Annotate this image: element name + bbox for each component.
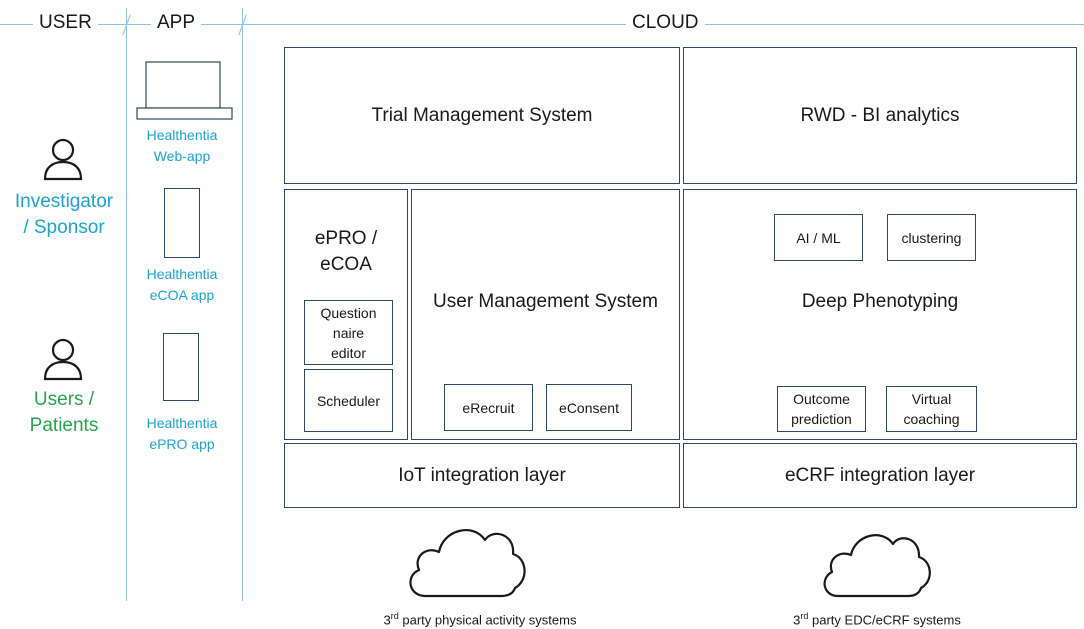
app-epro-line1: Healthentia bbox=[146, 415, 218, 431]
deep-phenotyping-title: Deep Phenotyping bbox=[801, 291, 959, 312]
external-physical-activity-prefix: 3 bbox=[383, 612, 391, 628]
header-line bbox=[0, 24, 1084, 25]
econsent: eConsent bbox=[546, 384, 632, 431]
app-epro: Healthentia ePRO app bbox=[122, 413, 242, 455]
app-ecoa-line1: Healthentia bbox=[146, 266, 218, 282]
external-physical-activity-suffix: party physical activity systems bbox=[398, 612, 577, 628]
questionnaire-editor-line3: editor bbox=[330, 344, 367, 361]
user-management-title: User Management System bbox=[433, 291, 658, 312]
app-ecoa-line2: eCOA app bbox=[149, 287, 215, 303]
phone-icon bbox=[163, 333, 199, 401]
questionnaire-editor-line1: Question bbox=[320, 304, 377, 321]
external-edc-ecrf-prefix: 3 bbox=[793, 612, 801, 628]
person-icon bbox=[43, 338, 83, 381]
ai-ml: AI / ML bbox=[774, 214, 863, 261]
outcome-prediction-line1: Outcome bbox=[793, 391, 850, 407]
role-patients-line2: Patients bbox=[29, 415, 99, 436]
outcome-prediction: Outcome prediction bbox=[777, 386, 866, 432]
role-patients-line1: Users / bbox=[33, 389, 95, 410]
app-cloud-divider bbox=[242, 8, 243, 601]
virtual-coaching: Virtual coaching bbox=[886, 386, 977, 432]
app-ecoa: Healthentia eCOA app bbox=[122, 264, 242, 306]
questionnaire-editor: Question naire editor bbox=[304, 300, 393, 365]
cloud-icon bbox=[409, 529, 526, 598]
external-physical-activity: 3rd party physical activity systems bbox=[330, 611, 630, 627]
ecrf-integration-layer: eCRF integration layer bbox=[683, 443, 1077, 508]
user-app-divider bbox=[126, 8, 127, 601]
phone-icon bbox=[164, 188, 200, 258]
erecruit: eRecruit bbox=[444, 384, 533, 431]
scheduler: Scheduler bbox=[304, 369, 393, 432]
app-epro-line2: ePRO app bbox=[149, 436, 215, 452]
epro-ecoa-title: ePRO / eCOA bbox=[315, 226, 377, 278]
clustering: clustering bbox=[887, 214, 976, 261]
rwd-bi-analytics: RWD - BI analytics bbox=[683, 47, 1077, 184]
trial-management-system: Trial Management System bbox=[284, 47, 680, 184]
role-investigator-line1: Investigator bbox=[14, 191, 114, 212]
epro-ecoa-line1: ePRO / bbox=[314, 228, 378, 249]
column-header-app: APP bbox=[151, 12, 202, 34]
external-edc-ecrf-sup: rd bbox=[800, 611, 809, 621]
app-web: Healthentia Web-app bbox=[122, 125, 242, 167]
cloud-icon bbox=[823, 534, 931, 598]
questionnaire-editor-line2: naire bbox=[332, 324, 365, 341]
external-physical-activity-sup: rd bbox=[390, 611, 399, 621]
virtual-coaching-line1: Virtual bbox=[911, 391, 952, 407]
iot-integration-layer: IoT integration layer bbox=[284, 443, 680, 508]
app-web-line1: Healthentia bbox=[146, 127, 218, 143]
role-investigator-line2: / Sponsor bbox=[23, 217, 105, 238]
laptop-icon bbox=[136, 61, 233, 120]
column-header-user: USER bbox=[33, 12, 98, 34]
epro-ecoa-line2: eCOA bbox=[320, 254, 372, 275]
external-edc-ecrf-suffix: party EDC/eCRF systems bbox=[808, 612, 961, 628]
outcome-prediction-line2: prediction bbox=[791, 411, 852, 427]
role-investigator: Investigator / Sponsor bbox=[0, 189, 134, 241]
app-web-line2: Web-app bbox=[153, 148, 211, 164]
external-edc-ecrf: 3rd party EDC/eCRF systems bbox=[747, 611, 1007, 627]
column-header-cloud: CLOUD bbox=[626, 12, 705, 34]
deep-phenotyping-panel bbox=[683, 189, 1077, 440]
person-icon bbox=[43, 138, 83, 181]
role-patients: Users / Patients bbox=[0, 387, 134, 439]
virtual-coaching-line2: coaching bbox=[903, 411, 960, 427]
